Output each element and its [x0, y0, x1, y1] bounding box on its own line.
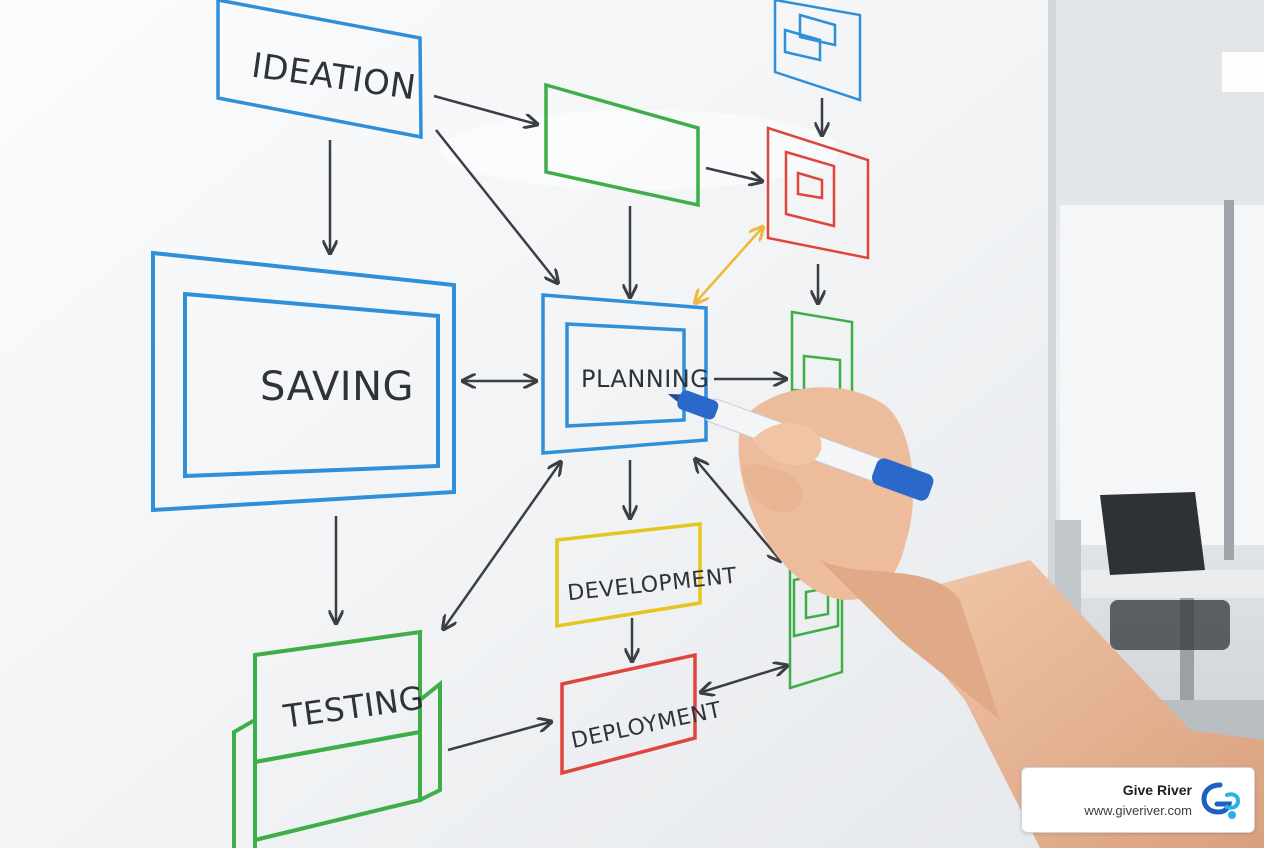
window-frame — [1224, 200, 1234, 560]
whiteboard-edge — [1048, 0, 1056, 848]
fingers — [742, 464, 803, 513]
thumb — [752, 422, 822, 466]
give-river-logo-icon — [1201, 782, 1241, 819]
saving-label: SAVING — [260, 364, 414, 410]
office-desk — [1080, 570, 1264, 598]
arrow-deployment-green-column — [702, 666, 786, 692]
arrow-testing-to-deployment — [447, 722, 550, 752]
brand-url[interactable]: www.giveriver.com — [1084, 803, 1192, 818]
office-chair — [1100, 492, 1205, 575]
brand-name: Give River — [1122, 782, 1192, 798]
brand-badge[interactable]: Give River www.giveriver.com — [1021, 767, 1255, 833]
top-right-blue-box — [773, 0, 862, 102]
arrow-green-to-red — [705, 166, 761, 181]
chair-seat — [1110, 600, 1230, 650]
red-nested-box — [766, 126, 870, 260]
whiteboard-glare — [440, 110, 840, 190]
green-box-top — [544, 82, 700, 208]
flow-arrows — [330, 94, 822, 752]
arrow-ideation-to-green — [433, 94, 536, 124]
wrist — [820, 560, 1000, 720]
arrow-ideation-to-planning — [435, 129, 557, 282]
arrow-planning-green-column — [696, 460, 780, 560]
arrow-planning-testing — [444, 463, 560, 628]
office-ceiling — [1050, 0, 1264, 200]
planning-label: PLANNING — [581, 365, 709, 393]
planning-box: PLANNING — [541, 293, 709, 455]
ceiling-light — [1222, 52, 1264, 92]
arrow-planning-red-yellow — [696, 228, 762, 302]
